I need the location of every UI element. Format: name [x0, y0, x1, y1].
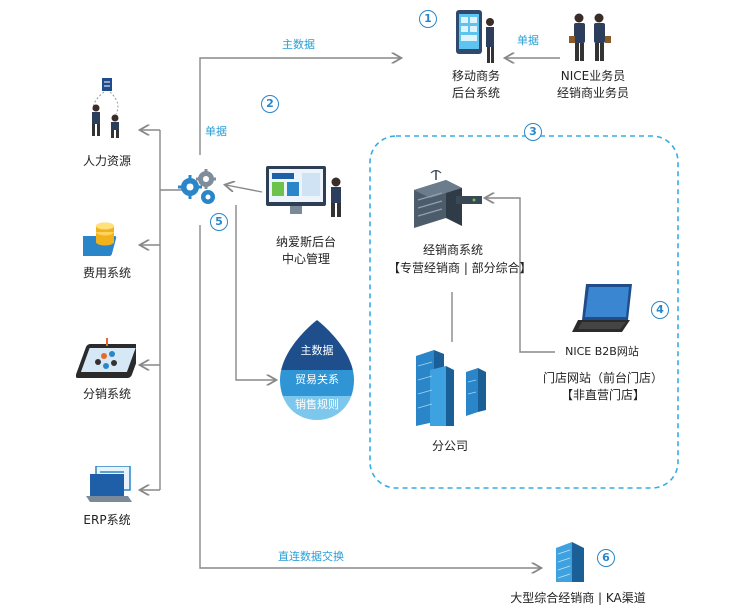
ka-building-icon	[556, 542, 584, 582]
mobile-backend-line1: 移动商务	[451, 69, 500, 83]
marker-1: 1	[419, 10, 437, 28]
dealer-system-line1: 经销商系统	[422, 243, 483, 257]
b2b-line2: 【非直营门店】	[560, 388, 645, 402]
marker-3: 3	[524, 123, 542, 141]
marker-5: 5	[210, 213, 228, 231]
marker-6: 6	[597, 549, 615, 567]
office-buildings-icon	[416, 350, 486, 426]
b2b-label: NICE B2B网站	[565, 345, 639, 358]
erp-label: ERP系统	[83, 513, 131, 527]
dealer-system-line2: 【专营经销商 | 部分综合】	[388, 261, 532, 275]
salesperson-line2: 经销商业务员	[556, 86, 629, 100]
ka-label: 大型综合经销商 | KA渠道	[510, 591, 646, 605]
gears-hub-icon	[178, 169, 216, 204]
distribution-label: 分销系统	[82, 387, 131, 401]
server-router-icon	[414, 170, 482, 228]
nice-backend-line2: 中心管理	[281, 252, 330, 266]
edge-label-order-top: 单据	[517, 34, 539, 47]
edge-label-order-left: 单据	[205, 125, 227, 138]
salespeople-icon	[569, 13, 611, 61]
data-drop-icon	[280, 320, 354, 420]
drop-layer-trade: 贸易关系	[295, 373, 339, 386]
edge-label-master-data: 主数据	[282, 38, 315, 51]
tablet-meeting-icon	[76, 338, 136, 378]
salesperson-line1: NICE业务员	[560, 69, 626, 83]
hr-label: 人力资源	[82, 154, 131, 168]
branch-label: 分公司	[431, 439, 468, 453]
edge-label-direct: 直连数据交换	[278, 550, 344, 563]
nice-backend-line1: 纳爱斯后台	[275, 235, 336, 249]
drop-layer-master: 主数据	[300, 344, 334, 357]
marker-4: 4	[651, 301, 669, 319]
mobile-backend-line2: 后台系统	[451, 86, 500, 100]
marker-2: 2	[261, 95, 279, 113]
monitor-presenter-icon	[266, 166, 341, 217]
tablet-icon	[456, 10, 494, 63]
laptop-erp-icon	[86, 466, 132, 502]
expense-label: 费用系统	[82, 266, 131, 280]
b2b-line1: 门店网站（前台门店）	[542, 371, 663, 385]
laptop-icon	[572, 284, 632, 332]
hr-people-icon	[92, 78, 119, 138]
coins-card-icon	[83, 222, 117, 256]
drop-layer-rules: 销售规则	[295, 398, 339, 411]
